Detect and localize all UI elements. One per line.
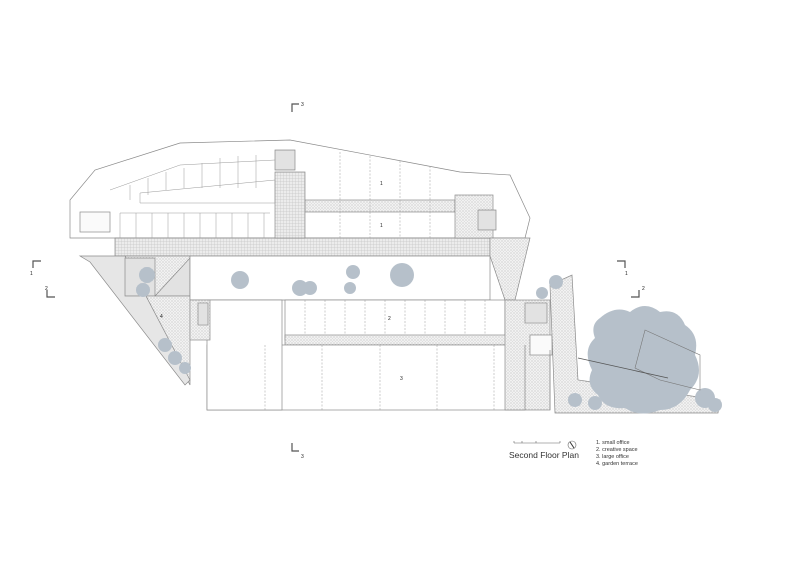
large-tree-canopy: [587, 306, 699, 414]
north-arrow-icon: [567, 440, 577, 450]
legend-item-garden-terrace: 4. garden terrace: [596, 461, 638, 467]
section-marker-3-bottom: [291, 443, 299, 452]
legend: 1. small office 2. creative space 3. lar…: [596, 440, 638, 468]
section-marker-2-left: [46, 290, 55, 298]
trees: [136, 263, 722, 414]
section-marker-1-left: [32, 260, 41, 268]
east-wedge: [489, 237, 531, 301]
section-label-2-left: 2: [45, 286, 48, 292]
section-marker-2-right: [631, 290, 640, 298]
section-marker-3-top: [291, 103, 299, 112]
room-label-3: 3: [400, 376, 403, 382]
room-label-1b: 1: [380, 223, 383, 229]
room-label-2: 2: [388, 316, 391, 322]
legend-item-small-office: 1. small office: [596, 440, 630, 446]
section-label-3-top: 3: [301, 102, 304, 108]
section-label-1-right: 1: [625, 271, 628, 277]
legend-item-large-office: 3. large office: [596, 454, 629, 460]
legend-item-creative-space: 2. creative space: [596, 447, 638, 453]
room-label-4: 4: [160, 314, 163, 320]
drawing-title: Second Floor Plan: [509, 450, 579, 460]
section-label-2-right: 2: [642, 286, 645, 292]
main-corridor: [114, 237, 491, 257]
section-label-3-bottom: 3: [301, 454, 304, 460]
section-marker-1-right: [617, 260, 626, 268]
creative-space-block: [284, 299, 506, 341]
scale-bar: [513, 441, 561, 444]
room-label-1a: 1: [380, 181, 383, 187]
section-label-1-left: 1: [30, 271, 33, 277]
